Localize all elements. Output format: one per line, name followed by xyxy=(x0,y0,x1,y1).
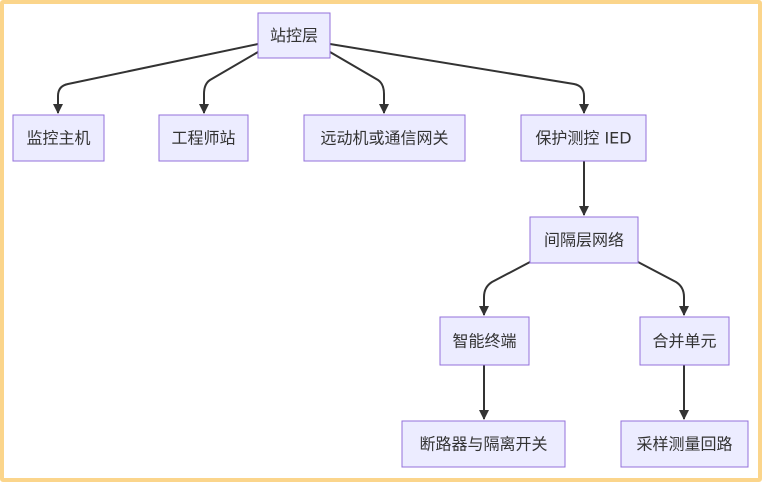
edge-station-gateway xyxy=(329,51,389,114)
node-protection-ied[interactable]: 保护测控 IED xyxy=(520,114,647,162)
node-station-label: 站控层 xyxy=(270,26,318,45)
edge-station-monitor xyxy=(53,43,259,114)
node-gateway[interactable]: 远动机或通信网关 xyxy=(303,114,466,162)
node-merging-unit-label: 合并单元 xyxy=(652,332,716,351)
node-protection-ied-label: 保护测控 IED xyxy=(535,129,631,148)
node-gateway-label: 远动机或通信网关 xyxy=(320,129,448,148)
node-sampling-loop[interactable]: 采样测量回路 xyxy=(620,420,749,468)
node-station[interactable]: 站控层 xyxy=(257,12,331,59)
node-smart-terminal[interactable]: 智能终端 xyxy=(439,316,530,366)
edge-station-ied xyxy=(329,43,589,114)
node-merging-unit[interactable]: 合并单元 xyxy=(639,316,730,366)
node-sampling-loop-label: 采样测量回路 xyxy=(636,435,732,454)
edge-station-engineer xyxy=(199,51,259,114)
node-engineer-station[interactable]: 工程师站 xyxy=(158,114,249,162)
node-engineer-station-label: 工程师站 xyxy=(171,129,235,148)
node-monitor-host[interactable]: 监控主机 xyxy=(12,114,105,162)
node-monitor-host-label: 监控主机 xyxy=(26,129,90,148)
edge-bay-terminal xyxy=(479,261,531,316)
node-breaker-switch[interactable]: 断路器与隔离开关 xyxy=(401,420,566,468)
node-bay-network[interactable]: 间隔层网络 xyxy=(529,216,639,264)
node-breaker-switch-label: 断路器与隔离开关 xyxy=(419,435,547,454)
node-smart-terminal-label: 智能终端 xyxy=(452,332,516,351)
node-bay-network-label: 间隔层网络 xyxy=(544,231,624,250)
edge-bay-merge xyxy=(637,261,689,316)
edges xyxy=(53,43,689,420)
